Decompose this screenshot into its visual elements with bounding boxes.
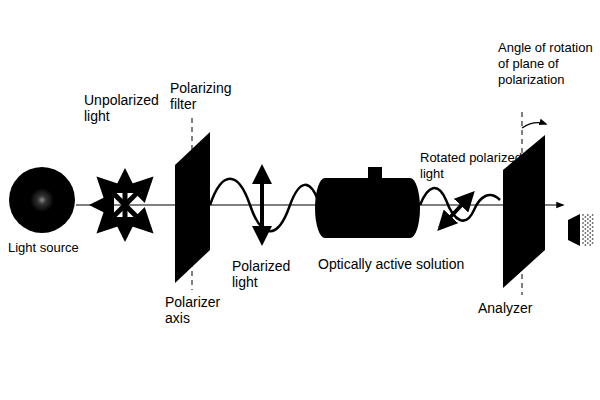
polarized-arrow — [260, 168, 264, 242]
rotation-angle-arc — [522, 123, 546, 128]
component-label: Optically active solution — [318, 256, 488, 272]
light-label: Polarized light — [232, 258, 304, 290]
rotated-arrow — [440, 194, 472, 228]
polarizing-filter-plate — [175, 132, 210, 283]
component-label: Analyzer — [478, 300, 558, 316]
light-label: Rotated polarized light — [420, 150, 522, 182]
component-label: Polarizing filter — [170, 80, 240, 112]
light-source-core — [30, 188, 54, 212]
light-label: Unpolarized light — [84, 92, 164, 124]
component-label: Light source — [8, 240, 90, 256]
detector — [568, 214, 593, 246]
angle-label: Angle of rotation of plane of polarizati… — [498, 40, 594, 88]
sample-tube — [315, 167, 420, 238]
axis-label: Polarizer axis — [165, 294, 235, 326]
light-source-disc — [9, 167, 75, 233]
unpolarized-arrows — [94, 173, 150, 237]
